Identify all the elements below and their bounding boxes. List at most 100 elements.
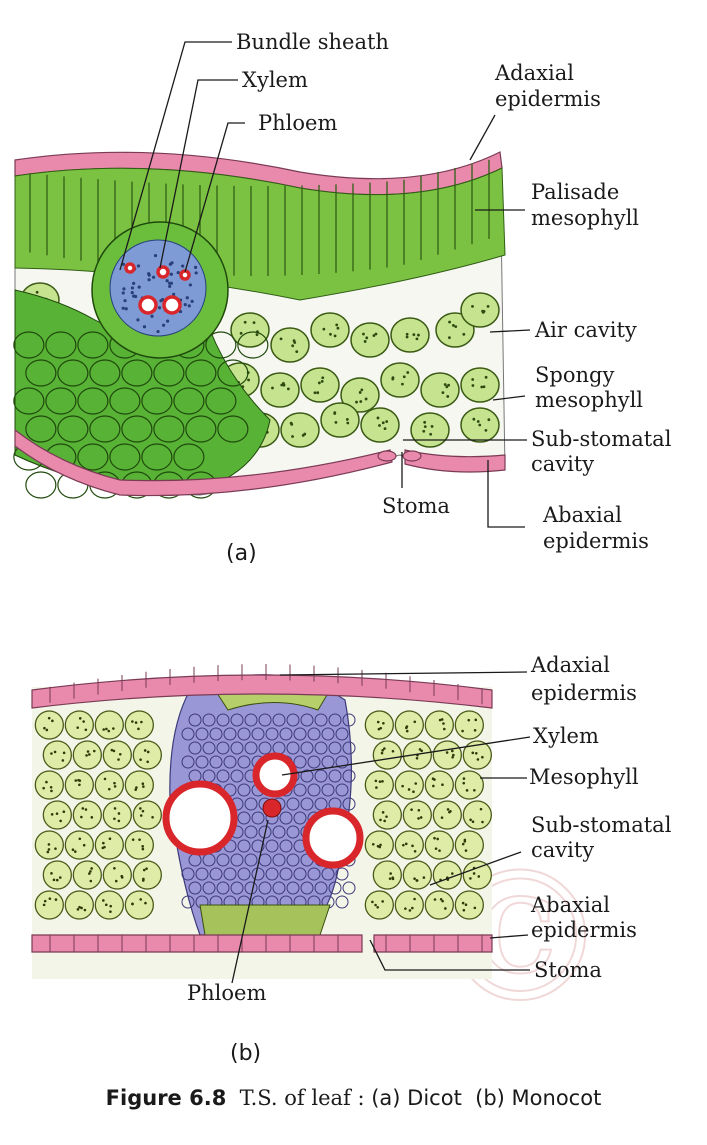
chloroplast	[293, 339, 296, 342]
chloroplast	[256, 333, 259, 336]
chloroplast	[371, 901, 374, 904]
chloroplast	[318, 382, 321, 385]
chloroplast	[146, 761, 149, 764]
phloem-cell	[131, 291, 134, 294]
chloroplast	[79, 717, 82, 720]
chloroplast	[105, 728, 108, 731]
chloroplast	[103, 846, 106, 849]
phloem-cell	[170, 273, 173, 276]
mesophyll-cell	[365, 891, 393, 919]
chloroplast	[142, 782, 145, 785]
mesophyll-cell	[395, 891, 423, 919]
mesophyll-cell	[433, 801, 461, 829]
chloroplast	[481, 821, 484, 824]
chloroplast	[417, 817, 420, 820]
monocot-diagram	[32, 664, 492, 979]
mesophyll-cell	[103, 741, 131, 769]
chloroplast	[474, 907, 477, 910]
chloroplast	[464, 839, 467, 842]
chloroplast	[462, 782, 465, 785]
chloroplast	[111, 749, 114, 752]
chloroplast	[424, 425, 427, 428]
chloroplast	[401, 383, 404, 386]
phloem-cell	[147, 278, 150, 281]
chloroplast	[465, 903, 468, 906]
chloroplast	[138, 838, 141, 841]
chloroplast	[291, 435, 294, 438]
chloroplast	[443, 728, 446, 731]
monocot-lower-sclerenchyma	[200, 905, 330, 935]
chloroplast	[431, 425, 434, 428]
chloroplast	[471, 378, 474, 381]
chloroplast	[139, 758, 142, 761]
spongy-cell	[231, 313, 269, 347]
phloem-cell	[125, 307, 128, 310]
chloroplast	[406, 725, 409, 728]
chloroplast	[90, 867, 93, 870]
mesophyll-cell	[95, 711, 123, 739]
mesophyll-cell	[425, 771, 453, 799]
phloem-cell	[122, 291, 125, 294]
mesophyll-cell	[133, 861, 161, 889]
label-air-cavity: Air cavity	[534, 318, 637, 342]
mesophyll-cell	[395, 831, 423, 859]
chloroplast	[469, 877, 472, 880]
chloroplast	[485, 376, 488, 379]
chloroplast	[451, 750, 454, 753]
chloroplast	[59, 876, 62, 879]
chloroplast	[142, 848, 145, 851]
mesophyll-cell	[433, 741, 461, 769]
chloroplast	[414, 782, 417, 785]
chloroplast	[382, 722, 385, 725]
chloroplast	[485, 429, 488, 432]
chloroplast	[446, 395, 449, 398]
mesophyll-cell	[133, 741, 161, 769]
chloroplast	[314, 391, 317, 394]
phloem-cell	[159, 299, 162, 302]
chloroplast	[383, 747, 386, 750]
chloroplast	[50, 790, 53, 793]
chloroplast	[405, 843, 408, 846]
chloroplast	[93, 750, 96, 753]
chloroplast	[466, 789, 469, 792]
chloroplast	[436, 838, 439, 841]
chloroplast	[141, 845, 144, 848]
mesophyll-cell	[455, 891, 483, 919]
chloroplast	[48, 843, 51, 846]
chloroplast	[441, 816, 444, 819]
chloroplast	[477, 420, 480, 423]
chloroplast	[118, 820, 121, 823]
mesophyll-cell	[35, 891, 63, 919]
mesophyll-cell	[95, 831, 123, 859]
chloroplast	[115, 880, 118, 883]
chloroplast	[334, 334, 337, 337]
chloroplast	[145, 867, 148, 870]
chloroplast	[403, 375, 406, 378]
chloroplast	[473, 789, 476, 792]
phloem-cell	[186, 296, 189, 299]
chloroplast	[83, 844, 86, 847]
mesophyll-cell	[365, 711, 393, 739]
chloroplast	[63, 752, 66, 755]
chloroplast	[46, 729, 49, 732]
chloroplast	[48, 717, 51, 720]
label-abaxial-b-1: Abaxial	[530, 893, 610, 917]
mesophyll-cell	[65, 711, 93, 739]
chloroplast	[359, 391, 362, 394]
chloroplast	[85, 754, 88, 757]
chloroplast	[335, 421, 338, 424]
label-spongy-1: Spongy	[535, 363, 614, 387]
chloroplast	[51, 813, 54, 816]
mesophyll-cell	[35, 771, 63, 799]
phloem-cell	[152, 276, 155, 279]
chloroplast	[50, 786, 53, 789]
chloroplast	[36, 291, 39, 294]
mesophyll-cell	[463, 801, 491, 829]
mesophyll-cell	[425, 711, 453, 739]
chloroplast	[433, 778, 436, 781]
chloroplast	[104, 778, 107, 781]
chloroplast	[478, 424, 481, 427]
mesophyll-cell	[463, 861, 491, 889]
phloem-cell	[166, 319, 169, 322]
chloroplast	[381, 780, 384, 783]
